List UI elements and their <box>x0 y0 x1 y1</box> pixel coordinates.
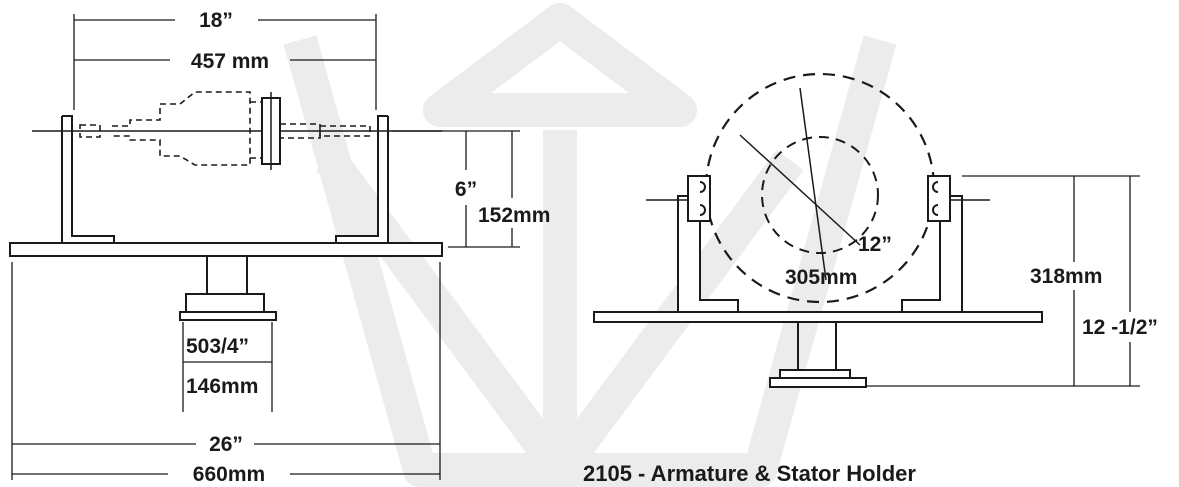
label-base-mm: 146mm <box>186 375 258 398</box>
left-armature-hidden <box>79 91 262 166</box>
label-height-right-mm: 318mm <box>1030 265 1102 288</box>
left-side-view <box>9 14 520 480</box>
label-diameter-in: 12” <box>858 233 892 256</box>
watermark-top-triangle <box>423 3 697 127</box>
right-pedestal-collar <box>779 369 851 379</box>
label-height-right-in: 12 -1/2” <box>1082 316 1158 339</box>
label-overall-in: 26” <box>209 433 243 456</box>
drawing-caption: 2105 - Armature & Stator Holder <box>583 461 916 486</box>
right-clamp-right <box>927 175 951 222</box>
right-front-view <box>593 72 1140 388</box>
right-clamp-left-holes <box>699 181 706 216</box>
left-pedestal-collar <box>185 293 265 313</box>
right-base-plate <box>593 311 1043 323</box>
right-radius-line <box>739 134 861 246</box>
label-height-mm: 152mm <box>478 204 550 227</box>
label-overall-mm: 660mm <box>193 463 265 486</box>
left-upright-left <box>61 115 115 244</box>
label-height-in: 6” <box>455 178 477 201</box>
label-base-in: 503/4” <box>186 335 249 358</box>
label-diameter-mm: 305mm <box>785 266 857 289</box>
right-clamp-left <box>687 175 711 222</box>
left-upright-right <box>335 115 389 244</box>
left-pedestal-column <box>206 255 248 295</box>
left-base-plate <box>9 242 443 257</box>
label-width-mm: 457 mm <box>191 50 269 73</box>
right-diameter-line <box>799 87 827 281</box>
right-clamp-right-holes <box>932 181 939 216</box>
label-width-in: 18” <box>199 9 233 32</box>
left-pedestal-foot <box>179 311 277 321</box>
right-inner-circle <box>761 136 879 254</box>
left-shaft-hidden <box>279 123 371 139</box>
right-pedestal-foot <box>769 377 867 388</box>
